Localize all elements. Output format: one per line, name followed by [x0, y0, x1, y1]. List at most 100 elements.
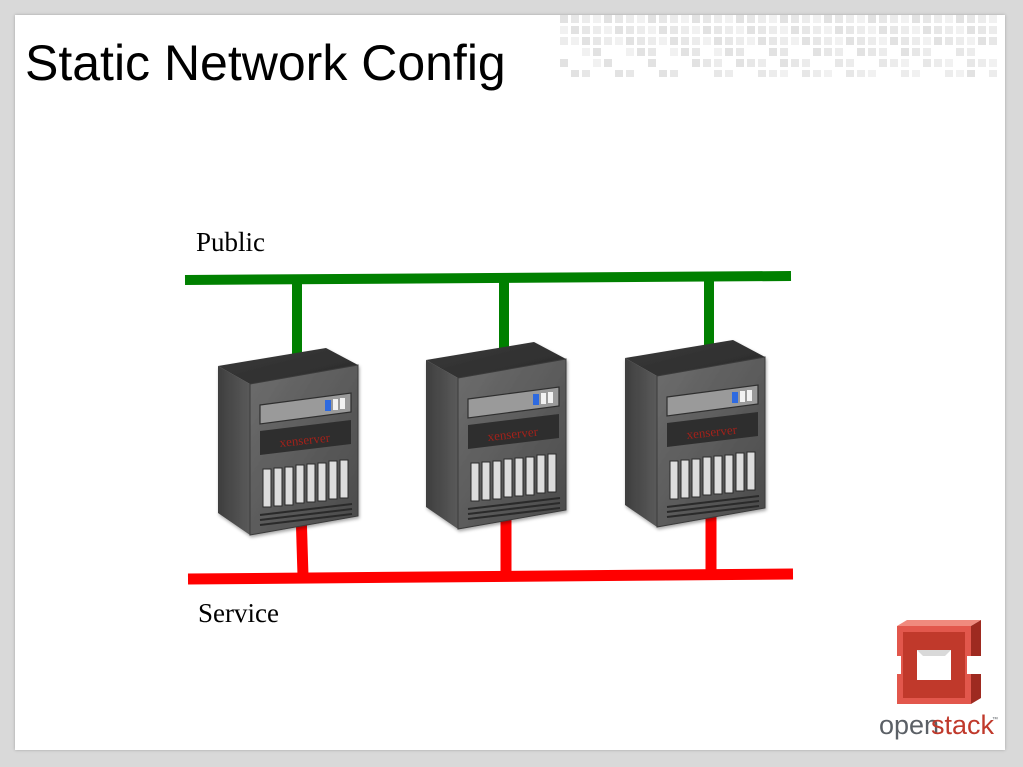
header-pattern-square: [846, 37, 854, 45]
header-pattern-square: [714, 70, 722, 77]
xenserver-1: xenserver: [218, 348, 359, 536]
header-pattern-square: [901, 59, 909, 67]
header-pattern-square: [967, 59, 975, 67]
header-pattern-square: [923, 26, 931, 34]
header-pattern-square: [989, 26, 997, 34]
xenserver-2: xenserver: [426, 342, 567, 530]
header-pattern-square: [824, 48, 832, 56]
header-pattern-square: [659, 15, 667, 23]
header-pattern-square: [945, 37, 953, 45]
header-pattern-square: [879, 15, 887, 23]
header-pattern-square: [670, 15, 678, 23]
header-pattern-square: [659, 70, 667, 77]
header-pattern-square: [626, 37, 634, 45]
header-pattern-square: [846, 70, 854, 77]
xenserver-label: xenserver: [487, 424, 539, 444]
header-pattern-square: [802, 15, 810, 23]
header-pattern-square: [659, 37, 667, 45]
header-pattern-square: [736, 59, 744, 67]
xenserver-3: xenserver: [625, 340, 766, 528]
header-pattern-square: [593, 59, 601, 67]
header-pattern-square: [857, 70, 865, 77]
header-pattern-square: [593, 37, 601, 45]
header-pattern-square: [604, 59, 612, 67]
header-pattern-square: [956, 37, 964, 45]
header-pattern-square: [923, 15, 931, 23]
header-pattern-square: [703, 59, 711, 67]
header-pattern-square: [824, 26, 832, 34]
header-pattern-square: [956, 15, 964, 23]
header-pattern-square: [879, 59, 887, 67]
header-pattern-square: [692, 59, 700, 67]
header-pattern-square: [835, 15, 843, 23]
header-pattern-square: [846, 26, 854, 34]
header-pattern-square: [736, 26, 744, 34]
header-pattern-square: [593, 48, 601, 56]
header-pattern-square: [648, 48, 656, 56]
header-pattern-square: [791, 15, 799, 23]
service-network-bus: [187, 568, 794, 585]
header-pattern-square: [934, 15, 942, 23]
header-pattern-square: [604, 37, 612, 45]
header-pattern-square: [857, 15, 865, 23]
header-pattern-square: [824, 15, 832, 23]
network-diagram: Public Service xenserver: [184, 227, 794, 628]
header-pattern-square: [714, 15, 722, 23]
header-pattern-square: [879, 37, 887, 45]
header-pattern-square: [758, 15, 766, 23]
header-pattern-square: [758, 59, 766, 67]
header-pattern-square: [934, 26, 942, 34]
header-pattern-square: [769, 26, 777, 34]
header-pattern-square: [681, 26, 689, 34]
header-pattern-square: [912, 26, 920, 34]
slide-title: Static Network Config: [25, 35, 506, 91]
logo-word-stack: stack: [931, 710, 995, 740]
header-pattern-square: [703, 15, 711, 23]
header-pattern-square: [890, 15, 898, 23]
service-network-label: Service: [198, 598, 279, 628]
header-pattern-square: [978, 26, 986, 34]
header-pattern-square: [692, 48, 700, 56]
header-pattern-square: [868, 70, 876, 77]
header-pattern-square: [813, 70, 821, 77]
header-pattern-square: [736, 15, 744, 23]
header-pattern-square: [604, 15, 612, 23]
header-pattern-square: [747, 59, 755, 67]
header-pattern-square: [758, 26, 766, 34]
logo-trademark: ™: [992, 716, 998, 723]
public-network-bus: [184, 271, 792, 285]
header-pattern-square: [879, 48, 887, 56]
header-pattern-square: [923, 48, 931, 56]
header-pattern-square: [703, 37, 711, 45]
header-pattern-square: [725, 15, 733, 23]
header-pattern-square: [659, 26, 667, 34]
header-pattern-square: [582, 26, 590, 34]
header-pattern-square: [692, 37, 700, 45]
header-pattern-square: [582, 15, 590, 23]
header-pattern-square: [560, 26, 568, 34]
openstack-logo: open stack ™: [879, 620, 998, 740]
header-pattern-square: [802, 70, 810, 77]
header-pattern-square: [967, 15, 975, 23]
header-pattern-square: [835, 37, 843, 45]
header-pattern-square: [879, 26, 887, 34]
header-pattern-square: [571, 15, 579, 23]
header-pattern-square: [780, 15, 788, 23]
header-pattern-square: [934, 37, 942, 45]
header-pattern-square: [615, 15, 623, 23]
header-pattern-square: [714, 37, 722, 45]
xenserver-label: xenserver: [279, 430, 331, 450]
header-pattern-square: [802, 59, 810, 67]
header-pattern-square: [912, 37, 920, 45]
header-pattern-square: [703, 26, 711, 34]
header-pattern-square: [780, 37, 788, 45]
header-pattern-square: [626, 15, 634, 23]
header-pattern-square: [813, 48, 821, 56]
header-pattern-square: [681, 48, 689, 56]
header-pattern-square: [901, 26, 909, 34]
xenserver-label: xenserver: [686, 422, 738, 442]
header-pattern-square: [582, 48, 590, 56]
header-pattern-square: [637, 15, 645, 23]
header-pattern-square: [725, 70, 733, 77]
header-pattern-square: [747, 15, 755, 23]
